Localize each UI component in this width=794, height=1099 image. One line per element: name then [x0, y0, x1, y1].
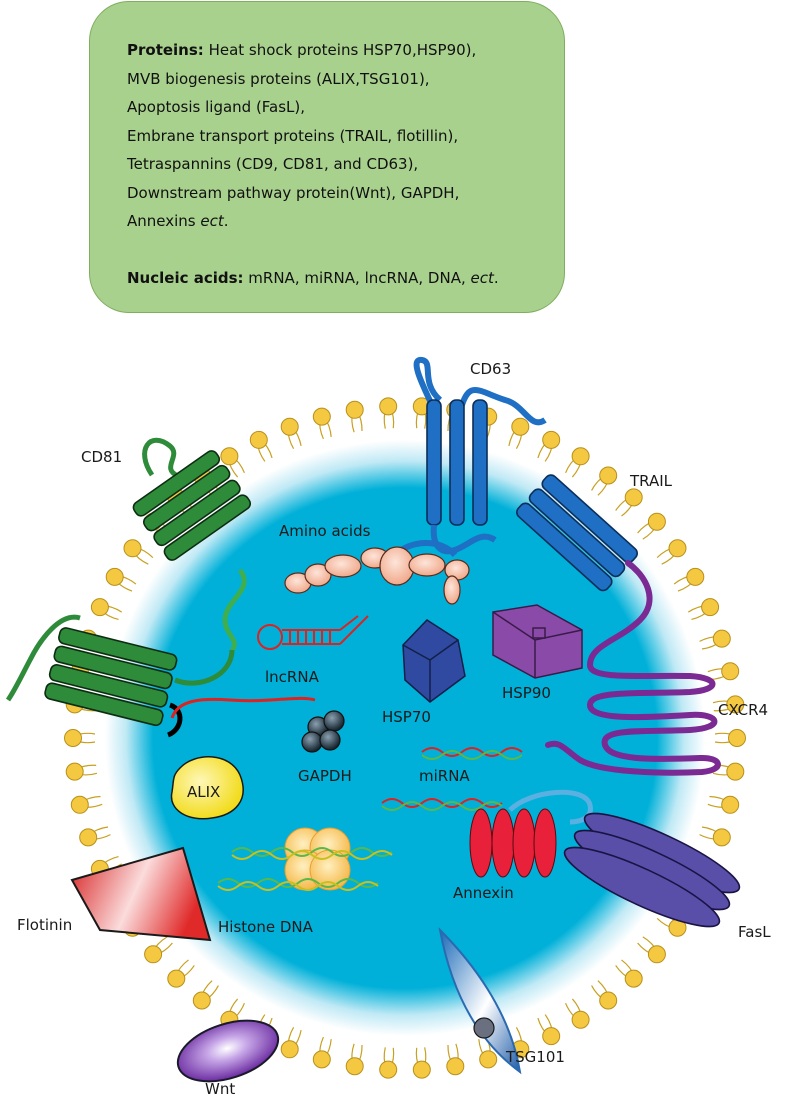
annexin-protein [469, 789, 593, 878]
label-fasl: FasL [738, 923, 771, 941]
label-cd81: CD81 [81, 448, 122, 466]
amino-acids-chain [284, 540, 470, 605]
hsp90-protein [492, 604, 583, 679]
lipid-head [312, 407, 331, 426]
hsp70-protein [402, 619, 466, 703]
lipid-head [668, 539, 687, 558]
lipid-head [571, 447, 590, 466]
proteins-line-7: Annexins [127, 212, 196, 230]
lipid-head [542, 430, 561, 449]
proteins-line-1: Heat shock proteins HSP70,HSP90), [208, 41, 477, 59]
label-annexin: Annexin [453, 884, 514, 902]
flotillin-protein [70, 846, 212, 942]
lipid-head [542, 1027, 561, 1046]
cd81-upper-protein [132, 437, 252, 652]
lipid-head [220, 447, 239, 466]
label-alix: ALIX [187, 783, 220, 801]
label-tsg101: TSG101 [505, 1048, 565, 1066]
lipid-head [712, 828, 731, 847]
lipid-head [345, 1057, 364, 1076]
lipid-head [686, 567, 705, 586]
lipid-head [624, 969, 643, 988]
cd81-lower-protein [5, 614, 235, 738]
cxcr4-protein [545, 560, 721, 776]
lipid-head [412, 1060, 431, 1079]
label-histone-dna: Histone DNA [218, 918, 314, 936]
lipid-head [280, 417, 299, 436]
label-trail: TRAIL [629, 472, 673, 490]
lipid-head [721, 795, 740, 814]
tsg101-protein [438, 927, 522, 1075]
label-gapdh: GAPDH [298, 767, 352, 785]
lipid-head [647, 945, 666, 964]
proteins-ect: ect [200, 212, 224, 230]
label-hsp70: HSP70 [382, 708, 431, 726]
label-mirna: miRNA [419, 767, 470, 785]
lipid-head [599, 991, 618, 1010]
components-info-box: Proteins: Heat shock proteins HSP70,HSP9… [89, 1, 565, 313]
lipid-head [144, 945, 163, 964]
histone-dna [217, 827, 393, 891]
proteins-line-5: Tetraspannins (CD9, CD81, and CD63), [127, 155, 419, 173]
lipid-head [712, 629, 731, 648]
label-flotinin: Flotinin [17, 916, 72, 934]
label-cxcr4: CXCR4 [718, 701, 768, 719]
nucleic-ect: ect [470, 268, 494, 287]
proteins-line-4: Embrane transport proteins (TRAIL, floti… [127, 126, 459, 145]
lipid-head [511, 417, 530, 436]
alix-protein [170, 756, 244, 820]
mirna-strands [381, 747, 523, 811]
lipid-head [64, 729, 82, 747]
lipid-head [79, 828, 98, 847]
lipid-head [167, 969, 186, 988]
lipid-head [379, 1060, 398, 1079]
label-amino-acids: Amino acids [279, 522, 371, 540]
proteins-line-2: MVB biogenesis proteins (ALIX,TSG101), [127, 69, 430, 88]
nucleic-acids-heading: Nucleic acids: [127, 268, 244, 287]
lipid-head [446, 1057, 465, 1076]
label-hsp90: HSP90 [502, 684, 551, 702]
label-lncrna: lncRNA [265, 668, 320, 686]
lipid-head [624, 488, 643, 507]
lipid-head [192, 991, 211, 1010]
proteins-line-3: Apoptosis ligand (FasL), [127, 98, 306, 116]
label-cd63: CD63 [470, 360, 511, 378]
lipid-head [123, 539, 142, 558]
lipid-head [701, 598, 720, 617]
lipid-head [728, 729, 746, 747]
fasl-protein [563, 812, 741, 928]
lipid-head [65, 762, 84, 781]
lipid-head [571, 1010, 590, 1029]
lipid-head [647, 512, 666, 531]
lipid-head [726, 695, 745, 714]
lipid-head [90, 598, 109, 617]
vesicle-lumen [105, 440, 705, 1036]
proteins-line-6: Downstream pathway protein(Wnt), GAPDH, [127, 183, 460, 202]
nucleic-acids-text: mRNA, miRNA, lncRNA, DNA, [248, 268, 466, 287]
gapdh-protein [301, 710, 345, 753]
lipid-head [479, 1050, 498, 1069]
lncrna-strand [257, 615, 369, 650]
lipid-head [721, 662, 740, 681]
lipid-head [379, 397, 398, 416]
proteins-heading: Proteins: [127, 41, 204, 59]
lipid-head [345, 400, 364, 419]
lipid-head [249, 430, 268, 449]
wnt-protein [176, 1019, 280, 1083]
lipid-head [312, 1050, 331, 1069]
lipid-head [280, 1040, 299, 1059]
cd63-protein [413, 356, 547, 555]
label-wnt: Wnt [205, 1080, 235, 1098]
lipid-head [70, 795, 89, 814]
trail-protein [516, 474, 638, 592]
lipid-head [726, 762, 745, 781]
lipid-head [105, 567, 124, 586]
lipid-head [599, 466, 618, 485]
rna-strand [170, 696, 316, 719]
